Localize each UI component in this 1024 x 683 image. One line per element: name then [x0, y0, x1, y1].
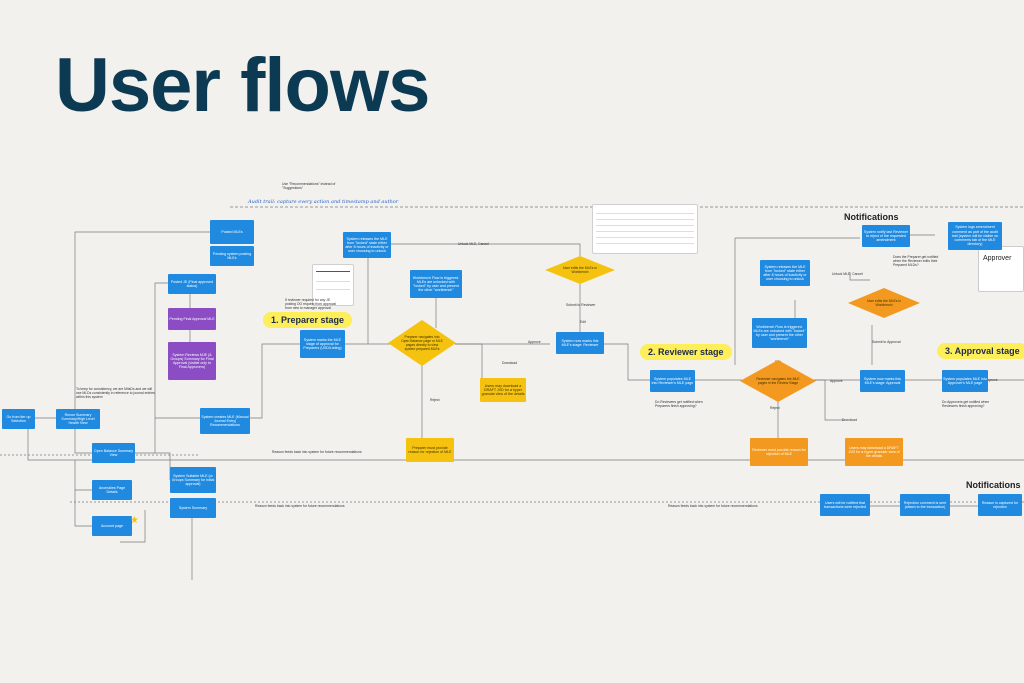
review-required-note: If reviewer required for any JE posting …	[285, 298, 337, 310]
reviewer-reason-node: Reviewer must provide reason for rejecti…	[750, 438, 808, 466]
reviewer-notified-note: Do Reviewers get notified when Preparers…	[655, 400, 703, 408]
system-notify-reviewer-node: System notify last Reviewer to reject of…	[862, 225, 910, 247]
system-marks-stage-node: System marks the MLE stage of approval f…	[300, 330, 345, 358]
connector-lines	[0, 206, 1024, 580]
notifications-heading-top: Notifications	[844, 212, 899, 222]
approvers-notified-note: Do Approvers get notified when Reviewers…	[942, 400, 990, 408]
feedback-note-3: Reason feeds back into system for future…	[668, 504, 758, 508]
approve-label-3: Approve	[985, 378, 998, 382]
preparer-reason-node: Preparer must provide reason for rejecti…	[406, 438, 454, 462]
submit-approval-label: Submit to Approval	[872, 340, 901, 344]
users-download-node: Users may download a DRAFT JVD for a hyp…	[480, 378, 526, 402]
audit-trail-annotation: Audit trail: capture every action and ti…	[248, 199, 399, 205]
reviewer-stage-label: 2. Reviewer stage	[640, 344, 732, 360]
approve-label-2: Approve	[830, 379, 843, 383]
system-reviews-node: System Reviews MJE (& Groups) Summary fo…	[168, 342, 216, 380]
system-summary-node: System Summary	[170, 498, 216, 518]
users-download-2-node: Users may download a DRAFT JVD for a hyp…	[845, 438, 903, 466]
users-notify-node: Users will be notified that transactions…	[820, 494, 870, 516]
approver-label: Approver	[983, 255, 1012, 262]
screen-preview-panel	[592, 204, 698, 254]
user-edits-decision-1: User edits the MLEs in Workbench	[545, 256, 615, 284]
system-logs-amendment-node: System logs amendment comment as part of…	[948, 222, 1002, 250]
lock-preview-panel	[312, 264, 354, 306]
unlock-cancel-label: Unlock MLE, Cancel	[458, 242, 489, 246]
download-label-2: Download	[842, 418, 858, 422]
reviewer-navigates-decision: Reviewer navigates the MLE pages in the …	[740, 360, 816, 402]
notifications-heading-bottom: Notifications	[966, 480, 1021, 490]
approver-card: Approver	[978, 246, 1024, 292]
system-releases-lock-node: System releases the MLE from "locked" st…	[343, 232, 391, 258]
submit-reviewer-label: Submit to Reviewer	[566, 303, 596, 307]
unlock-cancel-label-2: Unlock MLE, Cancel	[832, 272, 863, 276]
feedback-note-2: Reason feeds back into system for future…	[255, 504, 345, 508]
system-populates-mle-node: System populates MLE into Reviewer's MLE…	[650, 370, 695, 392]
posted-je-node: Posted JE (Final approved status)	[168, 274, 216, 294]
reject-label-2: Reject	[770, 406, 780, 410]
rejection-comment-node: Rejection comment is sent (attach to the…	[900, 494, 950, 516]
edit-label-2: Edit	[580, 320, 586, 324]
page-title: User flows	[55, 43, 430, 128]
system-suitable-node: System Suitable MLE (or Groups Summary f…	[170, 467, 216, 493]
system-creates-mle-node: System creates MLE (Manual Journal Entry…	[200, 408, 250, 434]
star-icon: ★	[130, 515, 139, 526]
reason-rejection-node: Reason is captured for rejection	[978, 494, 1022, 516]
download-label: Download	[502, 361, 518, 365]
workbench-flow-2-node: Workbench Flow is triggered. MLEs are un…	[752, 318, 807, 348]
recon-summary-node: Recon Summary Summary/High Level Health …	[56, 409, 100, 429]
system-populates-approver-node: System populates MLE into Approver's MLE…	[942, 370, 988, 392]
consistency-note: To keep for consistency, we are MitsDs a…	[76, 387, 155, 399]
pending-final-node: Pending Final Approval MLE	[168, 308, 216, 330]
reject-label: Reject	[430, 398, 440, 402]
open-balance-node: Open Balance Summary View	[92, 443, 135, 463]
approval-stage-label: 3. Approval stage	[937, 343, 1024, 359]
go-from-tier-node: Go from tier up Selection	[2, 409, 35, 429]
preparer-notified-note: Does the Preparer get notified when the …	[893, 255, 939, 267]
workbench-flow-node: Workbench Flow is triggered. MLEs are un…	[410, 270, 462, 298]
system-releases-lock-2-node: System releases the MLE from "locked" st…	[760, 260, 810, 286]
flowchart-canvas: Audit trail: capture every action and ti…	[0, 160, 1024, 683]
recommendations-note: Use "Recommendations" instead of "Sugges…	[282, 182, 336, 190]
preparer-navigates-decision: Preparer navigates into Open Balance pag…	[388, 320, 456, 366]
anomalies-node: Anomalies Page Details	[92, 480, 132, 500]
feedback-note-1: Reason feeds back into system for future…	[272, 450, 362, 454]
account-page-node: Account page	[92, 516, 132, 536]
posted-mles-node: Posted MLEs	[210, 220, 254, 244]
system-marks-approval-node: System now marks this MLE's stage: Appro…	[860, 370, 905, 392]
system-marks-reviewer-node: System now marks this MLE's stage: Revie…	[556, 332, 604, 354]
preparer-stage-label: 1. Preparer stage	[263, 312, 353, 328]
approve-label: Approve	[528, 340, 541, 344]
pending-posting-node: Pending system posting MLEs	[210, 246, 254, 266]
user-edits-decision-2: User edits the MLEs in Workbench	[848, 288, 920, 318]
